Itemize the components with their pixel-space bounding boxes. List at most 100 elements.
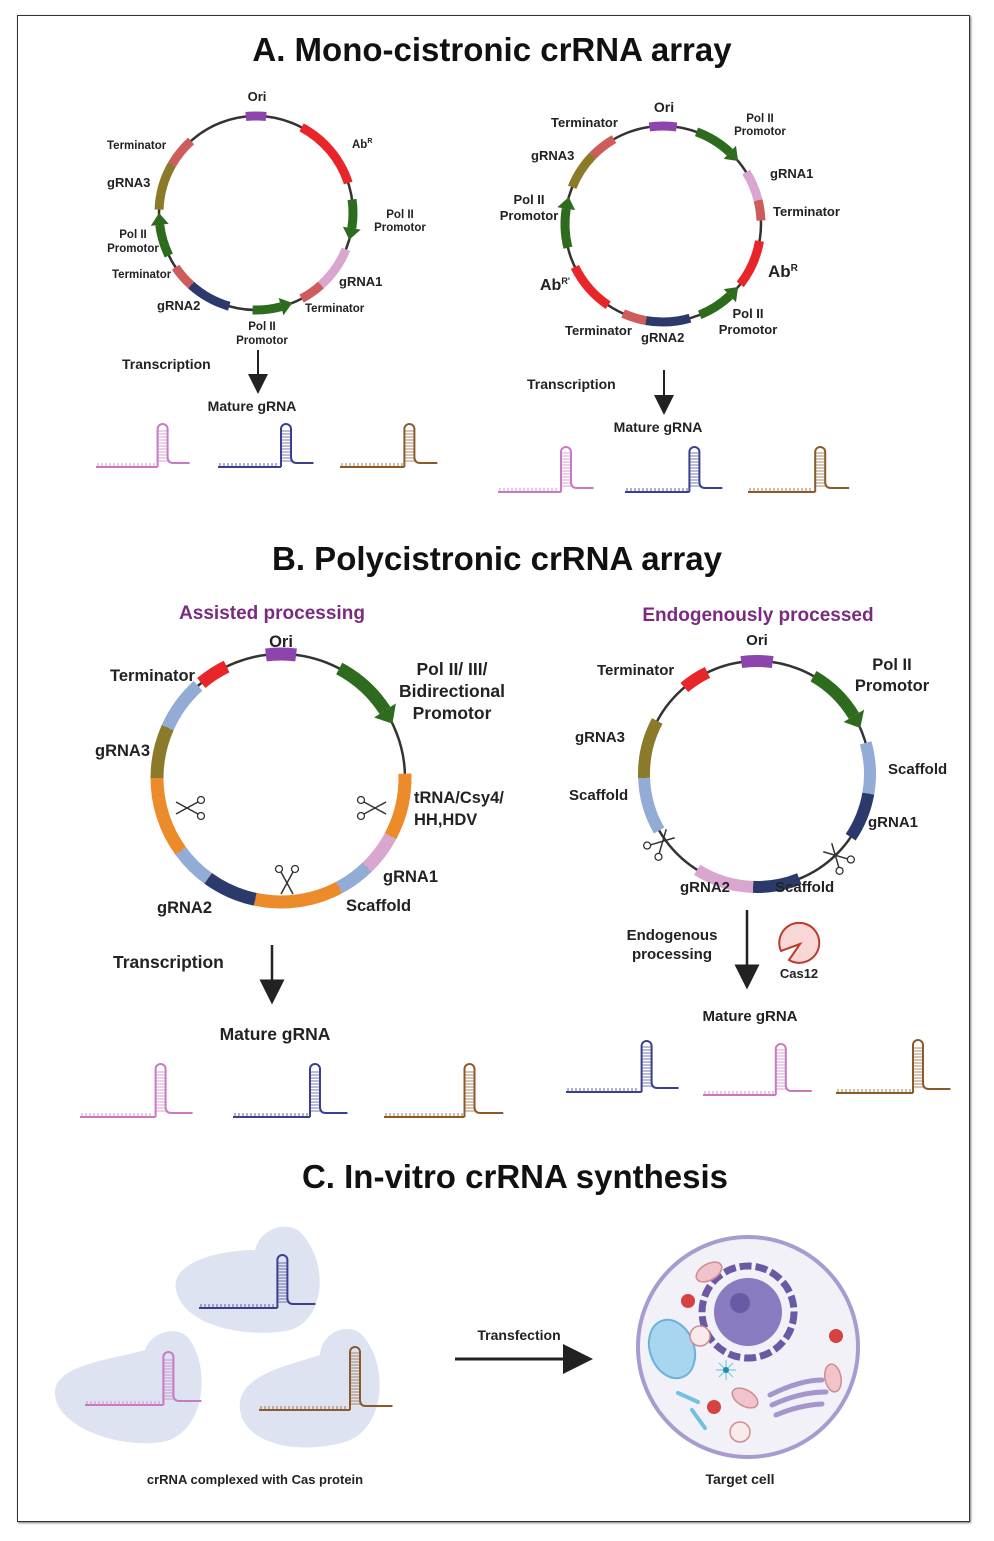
grna1-segment <box>845 792 875 841</box>
label-terminator-3: Terminator <box>551 115 618 130</box>
label-grna3: gRNA3 <box>575 729 625 746</box>
processing-site-segment <box>253 881 343 909</box>
nucleus <box>714 1278 782 1346</box>
label-grna1: gRNA1 <box>770 166 813 181</box>
label-ab: AbR <box>768 262 799 281</box>
grna1-segment <box>317 247 351 289</box>
antibiotic-resistance-segment-2 <box>570 264 611 309</box>
terminator-segment-2 <box>171 264 195 289</box>
section-a-title: A. Mono-cistronic crRNA array <box>252 31 732 68</box>
mature-grna-label: Mature gRNA <box>702 1008 797 1025</box>
cas-protein-blob <box>54 1331 202 1444</box>
ori-segment <box>740 655 774 669</box>
promoter-arrow-1-head <box>342 226 361 240</box>
grna-glyph-brown <box>259 1346 393 1411</box>
assisted-processing-subtitle: Assisted processing <box>179 603 365 624</box>
grna-glyph-brown <box>340 423 438 468</box>
promoter-arrow-3-head <box>150 213 169 226</box>
ori-segment <box>265 647 297 662</box>
label-grna1: gRNA1 <box>339 274 382 289</box>
label-grna3: gRNA3 <box>107 175 150 190</box>
plasmid-a-right <box>557 121 766 327</box>
complexed-crna-group <box>85 1254 393 1411</box>
cas12-label: Cas12 <box>780 966 818 981</box>
promoter-arrow-head <box>374 703 396 724</box>
grna-glyph-blue <box>625 446 723 493</box>
section-c-title: C. In-vitro crRNA synthesis <box>302 1158 728 1195</box>
processing-site-segment <box>150 777 187 855</box>
grna-glyph-pink <box>96 423 190 468</box>
label-grna1: gRNA1 <box>383 868 438 886</box>
processing-site-segment <box>384 773 412 840</box>
label-terminator: Terminator <box>110 667 196 685</box>
scaffold-segment-2 <box>752 873 802 893</box>
mature-grna-row-a-right <box>498 446 850 493</box>
plasmid-b-endogenous <box>638 655 876 893</box>
label-terminator-2: Terminator <box>565 323 632 338</box>
plasmid-a-left <box>150 111 361 316</box>
label-ab-prime: AbR' <box>540 276 570 294</box>
label-terminator-1: Terminator <box>305 303 365 315</box>
cas12-pacman-icon <box>778 921 821 964</box>
grna-glyph-brown <box>748 446 850 493</box>
grna3-segment <box>638 718 663 779</box>
label-scaffold-1: Scaffold <box>888 761 947 778</box>
label-scaffold: Scaffold <box>346 897 411 915</box>
label-ori: Ori <box>269 633 293 651</box>
label-grna2: gRNA2 <box>641 330 684 345</box>
grna-glyph-blue <box>199 1254 316 1309</box>
grna-glyph-brown <box>836 1039 951 1094</box>
grna3-segment <box>154 162 176 210</box>
plasmid-b-assisted-labels: Ori Terminator Pol II/ III/Bidirectional… <box>95 633 505 917</box>
label-grna3: gRNA3 <box>531 148 574 163</box>
promoter-arrow-1 <box>347 198 358 229</box>
grna2-segment <box>204 872 257 906</box>
scaffold-segment-1 <box>859 741 876 795</box>
transfection-label: Transfection <box>477 1327 560 1343</box>
promoter-arrow-2-head <box>723 286 739 303</box>
label-scaffold-2: Scaffold <box>775 879 834 896</box>
grna2-segment <box>188 281 231 311</box>
scissors-icon <box>643 829 675 861</box>
cas-complexes <box>54 1226 393 1448</box>
transcription-label: Transcription <box>527 376 616 392</box>
grna-glyph-blue <box>218 423 314 468</box>
label-processing-sites: tRNA/Csy4/HH,HDV <box>414 789 504 829</box>
label-terminator-1: Terminator <box>773 204 840 219</box>
promoter-arrow-2 <box>697 292 733 320</box>
terminator-segment-3 <box>168 137 195 167</box>
lysosome-icon <box>681 1294 843 1414</box>
label-terminator-2: Terminator <box>112 269 172 281</box>
grna-glyph-pink <box>703 1043 812 1096</box>
label-grna2: gRNA2 <box>157 899 212 917</box>
nucleus-icon <box>698 1262 798 1362</box>
antibiotic-resistance-segment <box>736 240 764 288</box>
label-scaffold-3: Scaffold <box>569 787 628 804</box>
grna-glyph-pink <box>85 1351 202 1406</box>
terminator-segment-1 <box>753 199 766 221</box>
promoter-arrow-1 <box>694 127 733 156</box>
promoter-arrow-head <box>843 709 865 729</box>
target-cell-icon <box>636 1235 860 1459</box>
mature-grna-row-a-left <box>96 423 438 468</box>
target-cell-caption: Target cell <box>706 1471 775 1487</box>
ori-segment <box>245 111 267 122</box>
transcription-label: Transcription <box>122 356 211 372</box>
terminator-segment-1 <box>299 281 324 303</box>
label-terminator: Terminator <box>597 662 674 679</box>
terminator-segment <box>197 660 230 689</box>
scissors-icon <box>175 795 206 821</box>
grna3-segment <box>150 724 174 779</box>
grna-glyph-pink <box>498 446 594 493</box>
promoter-arrow <box>336 662 391 715</box>
transcription-label: Transcription <box>113 952 224 972</box>
label-ori: Ori <box>654 99 674 115</box>
grna3-segment <box>567 152 596 190</box>
